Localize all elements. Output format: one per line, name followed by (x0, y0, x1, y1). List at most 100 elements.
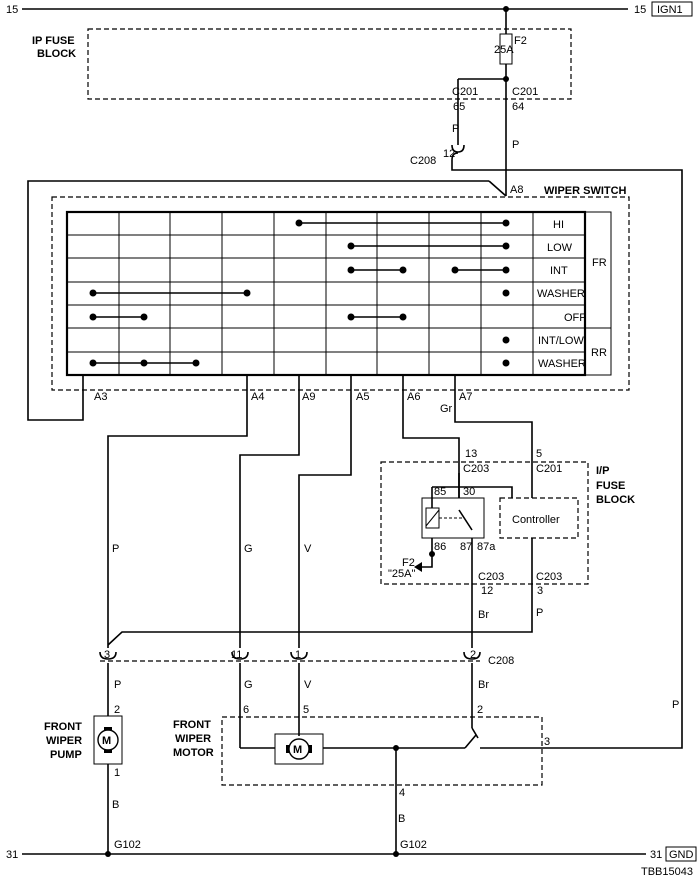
front-wiper-motor: FRONT WIPER MOTOR 6 5 2 3 4 M B (173, 704, 550, 854)
c208-bottom-label: C208 (488, 655, 514, 667)
ip-block-label-2: FUSE (596, 480, 625, 492)
c201-right: C201 (512, 86, 538, 98)
pin-65: 65 (453, 101, 465, 113)
c203-top: C203 (463, 463, 489, 475)
pin-a8: A8 (510, 184, 523, 196)
row-washer-fr: WASHER (537, 288, 585, 300)
wire-b-pump: B (112, 799, 119, 811)
wire-g-lower: G (244, 679, 253, 691)
ip-fuse-label-1: IP FUSE (32, 35, 75, 47)
fuse-f2-id: F2 (514, 35, 527, 47)
relay-pin-87: 87 (460, 541, 472, 553)
ground-g102-right: G102 (400, 839, 427, 851)
c208-connector-row: 3 11 1 2 C208 P G V Br (99, 649, 514, 748)
row-int: INT (550, 265, 568, 277)
bus-15-left: 15 (6, 4, 18, 16)
relay-fuse-block: I/P FUSE BLOCK 13 C203 5 C201 85 30 86 8… (107, 448, 635, 648)
ground-g102-left: G102 (114, 839, 141, 851)
c201-relay: C201 (536, 463, 562, 475)
pin-13: 13 (465, 448, 477, 460)
wire-color-p-far-right: P (672, 699, 679, 711)
wire-p-pump: P (114, 679, 121, 691)
pump-pin-1: 1 (114, 767, 120, 779)
pump-label-3: PUMP (50, 749, 82, 761)
c203-bottom-left: C203 (478, 571, 504, 583)
pump-label-2: WIPER (46, 735, 82, 747)
relay-f2-id: F2 (402, 557, 415, 569)
bus-15-right: 15 (634, 4, 646, 16)
gnd-tag: GND (669, 849, 694, 861)
c208-top-label: C208 (410, 155, 436, 167)
wire-v-lower: V (304, 679, 312, 691)
controller-label: Controller (512, 514, 560, 526)
motor-label-1: FRONT (173, 719, 211, 731)
pin-a4: A4 (251, 391, 264, 403)
front-wiper-pump: FRONT WIPER PUMP 2 M 1 B (44, 704, 123, 854)
wire-p-controller: P (536, 607, 543, 619)
wire-color-p-left: P (452, 123, 459, 135)
c203-bottom-right: C203 (536, 571, 562, 583)
relay-f2-rating: "25A" (388, 568, 415, 580)
bus-31-right: 31 (650, 849, 662, 861)
switch-output-wires: P G V Gr (107, 392, 533, 648)
c208-pin-11: 11 (231, 649, 242, 661)
row-int-low: INT/LOW (538, 335, 584, 347)
relay-pin-86: 86 (434, 541, 446, 553)
motor-m: M (293, 744, 302, 756)
fuse-f2-rating: 25A (494, 44, 514, 56)
pump-label-1: FRONT (44, 721, 82, 733)
relay-pin-85: 85 (434, 486, 446, 498)
pin-a7: A7 (459, 391, 472, 403)
pin-64: 64 (512, 101, 524, 113)
pump-pin-2: 2 (114, 704, 120, 716)
wire-color-p-right: P (512, 139, 519, 151)
motor-pin-3: 3 (544, 736, 550, 748)
c208-pin-2: 2 (470, 649, 476, 661)
wire-br-lower: Br (478, 679, 489, 691)
motor-label-2: WIPER (175, 733, 211, 745)
pin-12-relay: 12 (481, 585, 493, 597)
controller-box (499, 497, 579, 539)
bus-31-left: 31 (6, 849, 18, 861)
ip-block-label-3: BLOCK (596, 494, 635, 506)
diagram-code: TBB15043 (641, 866, 693, 878)
ip-fuse-block: IP FUSE BLOCK F2 25A C201 65 C201 64 P P… (32, 9, 683, 749)
pin-3-relay: 3 (537, 585, 543, 597)
wire-p-a4: P (112, 543, 119, 555)
group-fr: FR (592, 257, 607, 269)
c208-pin-12: 12 (443, 148, 455, 160)
switch-contacts (89, 219, 510, 367)
wire-br-upper: Br (478, 609, 489, 621)
pin-a6: A6 (407, 391, 420, 403)
motor-pin-5: 5 (303, 704, 309, 716)
wire-g: G (244, 543, 253, 555)
motor-pin-4: 4 (399, 787, 405, 799)
wiper-switch: A8 WIPER SWITCH HI LOW INT WASHER OFF IN… (27, 180, 630, 421)
pin-a5: A5 (356, 391, 369, 403)
ip-block-label-1: I/P (596, 465, 609, 477)
c201-left: C201 (452, 86, 478, 98)
wiper-switch-title: WIPER SWITCH (544, 185, 627, 197)
motor-pin-2: 2 (477, 704, 483, 716)
pin-a9: A9 (302, 391, 315, 403)
row-hi: HI (553, 219, 564, 231)
motor-pin-6: 6 (243, 704, 249, 716)
row-washer-rr: WASHER (538, 358, 586, 370)
group-rr: RR (591, 347, 607, 359)
wire-b-motor: B (398, 813, 405, 825)
ign1-tag: IGN1 (657, 4, 683, 16)
wire-gr: Gr (440, 403, 453, 415)
wire-v: V (304, 543, 312, 555)
pump-m: M (102, 735, 111, 747)
c208-pin-1: 1 (295, 649, 301, 661)
row-off: OFF (564, 312, 586, 324)
relay-box (421, 497, 485, 539)
relay-pin-87a: 87a (477, 541, 496, 553)
row-low: LOW (547, 242, 573, 254)
c208-pin-3: 3 (104, 649, 110, 661)
relay-pin-30: 30 (463, 486, 475, 498)
motor-label-3: MOTOR (173, 747, 214, 759)
ign1-bus: 15 15 IGN1 (6, 1, 693, 17)
ground-bus: 31 31 GND G102 G102 TBB15043 (6, 839, 697, 878)
